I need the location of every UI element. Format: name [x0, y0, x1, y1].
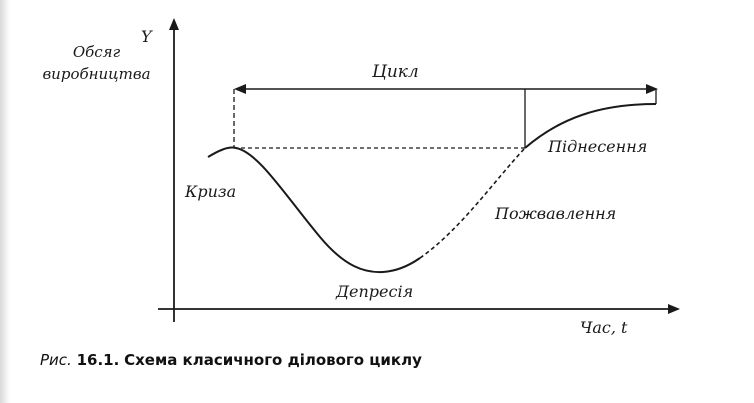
caption-number: 16.1.: [76, 351, 120, 369]
scan-shadow-edge: [0, 0, 10, 403]
x-axis-label: Час, t: [580, 318, 628, 337]
phase-label-upswing: Піднесення: [548, 137, 648, 156]
curve-revival: [419, 147, 526, 259]
phase-label-crisis: Криза: [185, 182, 237, 201]
phase-label-revival: Пожвавлення: [495, 204, 617, 223]
y-axis-label-line1: Обсяг: [72, 43, 121, 61]
caption-title: Схема класичного ділового циклу: [124, 351, 422, 369]
y-axis-label-line2: виробництва: [42, 65, 151, 83]
caption-prefix: Рис.: [40, 351, 72, 369]
cycle-label: Цикл: [372, 62, 419, 82]
y-axis-label: Обсяг виробництва: [34, 41, 159, 85]
phase-label-depression: Депресія: [336, 282, 414, 301]
curve-crisis-depression: [207, 146, 421, 274]
curve-upswing: [524, 103, 657, 149]
figure-caption: Рис. 16.1. Схема класичного ділового цик…: [40, 351, 422, 369]
y-axis-letter: Y: [141, 27, 152, 46]
